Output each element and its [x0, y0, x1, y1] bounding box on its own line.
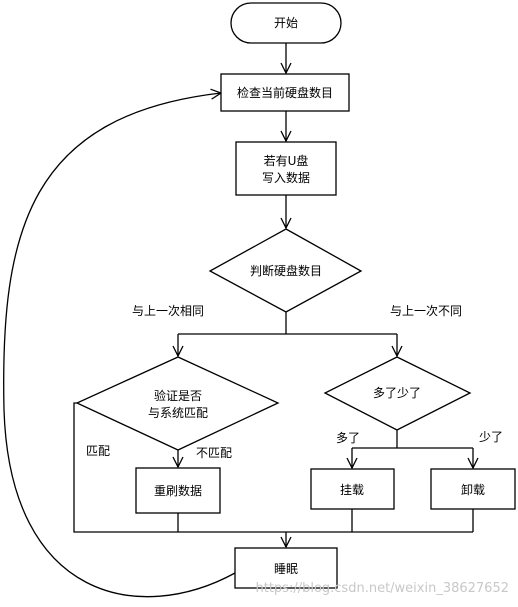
refresh-label: 重刷数据 [154, 483, 202, 498]
mount-label: 挂载 [340, 483, 364, 497]
verify-node [75, 356, 280, 451]
more-less-label: 多了少了 [373, 386, 421, 400]
write-label-line1: 若有U盘 [264, 153, 309, 168]
edge-label-more: 多了 [336, 431, 360, 445]
edge-label-different: 与上一次不同 [390, 304, 462, 318]
verify-label-line1: 验证是否 [154, 388, 202, 403]
watermark: https://blog.csdn.net/weixin_38627652 [255, 581, 509, 596]
more-less-node [323, 356, 472, 431]
start-label: 开始 [274, 16, 298, 30]
sleep-node [234, 547, 338, 589]
mount-node [310, 468, 395, 510]
edge-label-no-match: 不匹配 [196, 446, 232, 460]
write-node [235, 141, 337, 196]
refresh-node [135, 467, 221, 514]
unmount-label: 卸载 [461, 482, 485, 497]
edge-label-match: 匹配 [86, 444, 110, 458]
verify-label-line2: 与系统匹配 [148, 406, 208, 420]
edge-loop-back [3, 93, 236, 598]
unmount-node [430, 468, 516, 510]
edge-label-less: 少了 [479, 430, 503, 444]
judge-node [208, 228, 363, 313]
edge-label-same: 与上一次相同 [132, 304, 204, 318]
check-label: 检查当前硬盘数目 [237, 85, 333, 100]
sleep-label: 睡眠 [274, 562, 298, 576]
judge-label: 判断硬盘数目 [250, 263, 322, 278]
check-node [220, 73, 350, 112]
start-node [230, 2, 342, 44]
write-label-line2: 写入数据 [262, 170, 310, 185]
